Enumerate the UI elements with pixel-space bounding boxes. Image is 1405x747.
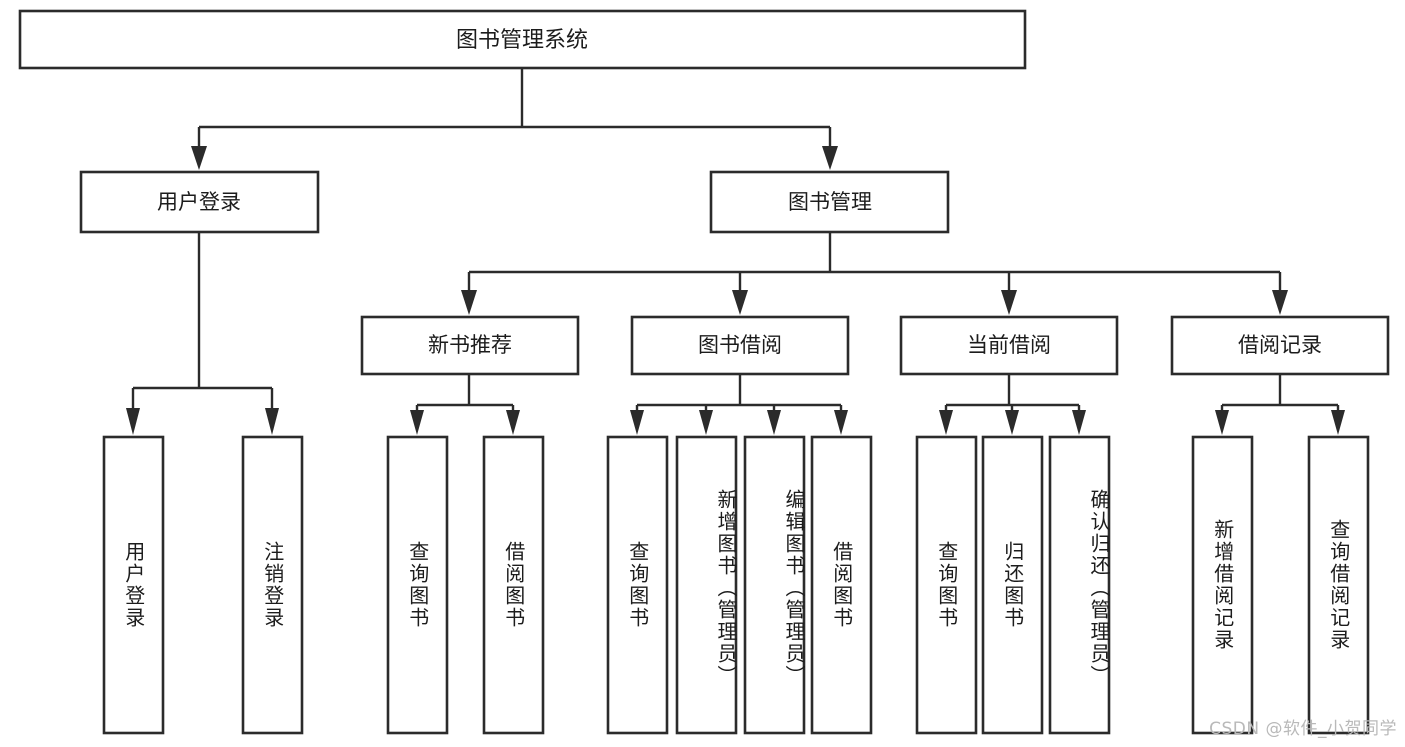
node-borrow-record-box[interactable] (1170, 315, 1390, 376)
connector-layer (126, 68, 1345, 435)
arrow-to-new-book (461, 290, 477, 315)
leaf-box-borrow-record-2[interactable] (1307, 435, 1370, 735)
arrow-to-book-mgmt (822, 146, 838, 170)
leaf-box-current-borrow-2[interactable] (981, 435, 1044, 735)
arrow-leaf-user-login-2 (265, 408, 279, 435)
node-root[interactable]: 图书管理系统 (18, 9, 1027, 70)
arrow-to-borrow-record (1272, 290, 1288, 315)
leaf-box-book-borrow-3[interactable] (743, 435, 806, 735)
arrow-leaf-newbook-1 (410, 410, 424, 435)
node-new-book-recommend[interactable]: 新书推荐 (360, 315, 580, 376)
leaf-box-user-login-2[interactable] (241, 435, 304, 735)
leaf-box-borrow-record-1[interactable] (1191, 435, 1254, 735)
csdn-watermark: CSDN @软件_小贺同学 (1209, 719, 1397, 739)
node-book-borrow-box[interactable] (630, 315, 850, 376)
node-user-login-label: 用户登录 (157, 190, 241, 214)
leaf-box-book-borrow-4[interactable] (810, 435, 873, 735)
node-root-box[interactable] (18, 9, 1027, 70)
node-book-management[interactable]: 图书管理 (709, 170, 950, 234)
node-book-management-label: 图书管理 (788, 190, 872, 214)
arrow-to-current-borrow (1001, 290, 1017, 315)
leaf-box-new-book-2[interactable] (482, 435, 545, 735)
node-user-login-box[interactable] (79, 170, 320, 234)
leaf-box-user-login-1[interactable] (102, 435, 165, 735)
arrow-to-book-borrow (732, 290, 748, 315)
arrow-leaf-bookborrow-1 (630, 410, 644, 435)
leaf-box-new-book-1[interactable] (386, 435, 449, 735)
arrow-leaf-user-login-1 (126, 408, 140, 435)
node-current-borrow[interactable]: 当前借阅 (899, 315, 1119, 376)
node-user-login[interactable]: 用户登录 (79, 170, 320, 234)
node-book-borrow[interactable]: 图书借阅 (630, 315, 850, 376)
arrow-leaf-bookborrow-3 (767, 410, 781, 435)
node-new-book-recommend-label: 新书推荐 (428, 333, 512, 357)
leaf-box-current-borrow-1[interactable] (915, 435, 978, 735)
arrow-leaf-bookborrow-2 (699, 410, 713, 435)
leaf-box-layer[interactable] (102, 435, 1370, 735)
arrow-leaf-borrowrecord-2 (1331, 410, 1345, 435)
arrow-leaf-currentborrow-2 (1005, 410, 1019, 435)
node-current-borrow-box[interactable] (899, 315, 1119, 376)
node-book-borrow-label: 图书借阅 (698, 333, 782, 357)
leaf-box-book-borrow-2[interactable] (675, 435, 738, 735)
arrow-leaf-newbook-2 (506, 410, 520, 435)
node-borrow-record[interactable]: 借阅记录 (1170, 315, 1390, 376)
arrow-to-user-login (191, 146, 207, 170)
arrow-leaf-bookborrow-4 (834, 410, 848, 435)
leaf-box-book-borrow-1[interactable] (606, 435, 669, 735)
node-current-borrow-label: 当前借阅 (967, 333, 1051, 357)
node-root-label: 图书管理系统 (456, 28, 588, 53)
node-borrow-record-label: 借阅记录 (1238, 333, 1322, 357)
arrow-leaf-currentborrow-3 (1072, 410, 1086, 435)
arrow-leaf-borrowrecord-1 (1215, 410, 1229, 435)
node-new-book-recommend-box[interactable] (360, 315, 580, 376)
node-book-management-box[interactable] (709, 170, 950, 234)
leaf-box-current-borrow-3[interactable] (1048, 435, 1111, 735)
arrow-leaf-currentborrow-1 (939, 410, 953, 435)
